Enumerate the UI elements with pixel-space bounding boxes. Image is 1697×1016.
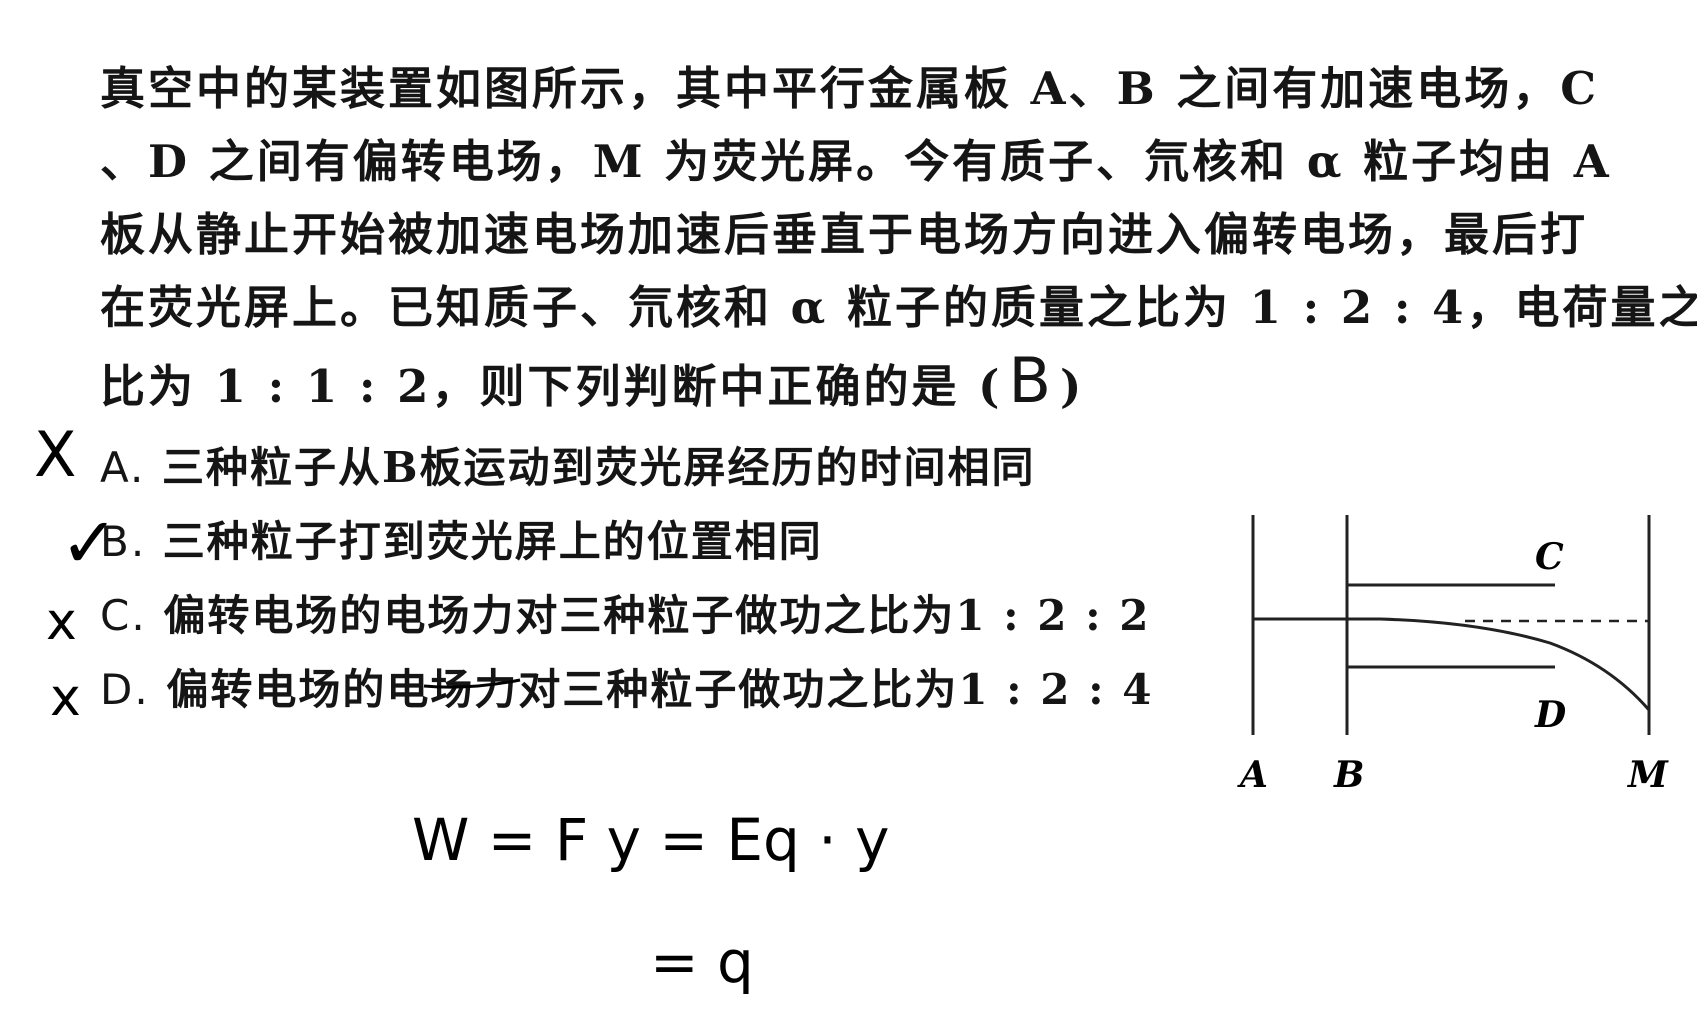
option-c-text: 偏转电场的电场力对三种粒子做功之比为1 : 2 : 2 xyxy=(163,591,1151,640)
option-d-text: 偏转电场的电场力对三种粒子做功之比为1 : 2 : 4 xyxy=(166,665,1154,714)
label-c: C xyxy=(1535,536,1564,578)
question-line-5-suffix: ) xyxy=(1060,360,1085,413)
option-b-text: 三种粒子打到荧光屏上的位置相同 xyxy=(162,517,823,566)
apparatus-diagram: A B C D M xyxy=(1237,515,1669,796)
question-line-3: 板从静止开始被加速电场加速后垂直于电场方向进入偏转电场，最后打 xyxy=(100,208,1589,261)
option-b[interactable]: B. 三种粒子打到荧光屏上的位置相同 xyxy=(100,508,823,569)
option-c-letter: C. xyxy=(100,591,147,640)
handwritten-answer: B xyxy=(1008,344,1054,417)
question-line-2: 、D 之间有偏转电场，M 为荧光屏。今有质子、氘核和 α 粒子均由 A xyxy=(100,135,1612,188)
question-line-4: 在荧光屏上。已知质子、氘核和 α 粒子的质量之比为 1 : 2 : 4，电荷量之 xyxy=(100,281,1697,334)
option-a-text: 三种粒子从B板运动到荧光屏经历的时间相同 xyxy=(161,443,1036,492)
check-mark-b: ✓ xyxy=(60,502,119,584)
label-m: M xyxy=(1626,754,1669,796)
handwritten-equation-2: = q xyxy=(650,928,754,996)
question-line-5: 比为 1 : 1 : 2，则下列判断中正确的是 (B) xyxy=(100,344,1660,423)
label-a: A xyxy=(1237,754,1268,796)
cross-mark-d: x xyxy=(50,668,81,728)
option-d[interactable]: D. 偏转电场的电场力对三种粒子做功之比为1 : 2 : 4 xyxy=(100,656,1154,717)
option-a[interactable]: A. 三种粒子从B板运动到荧光屏经历的时间相同 xyxy=(100,434,1035,495)
question-line-1: 真空中的某装置如图所示，其中平行金属板 A、B 之间有加速电场，C xyxy=(100,62,1600,115)
handwritten-equation-1: W = F y = Eq · y xyxy=(412,806,890,874)
option-b-letter: B. xyxy=(100,517,147,566)
question-stem: 真空中的某装置如图所示，其中平行金属板 A、B 之间有加速电场，C 、D 之间有… xyxy=(100,52,1697,423)
option-c[interactable]: C. 偏转电场的电场力对三种粒子做功之比为1 : 2 : 2 xyxy=(100,582,1150,643)
question-line-5-prefix: 比为 1 : 1 : 2，则下列判断中正确的是 ( xyxy=(100,360,1003,413)
option-d-letter: D. xyxy=(100,665,150,714)
label-b: B xyxy=(1333,754,1364,796)
label-d: D xyxy=(1534,694,1566,736)
option-a-letter: A. xyxy=(100,443,146,492)
cross-mark-c: x xyxy=(46,592,77,652)
particle-trajectory xyxy=(1253,617,1651,711)
cross-mark-a: X xyxy=(34,418,77,491)
